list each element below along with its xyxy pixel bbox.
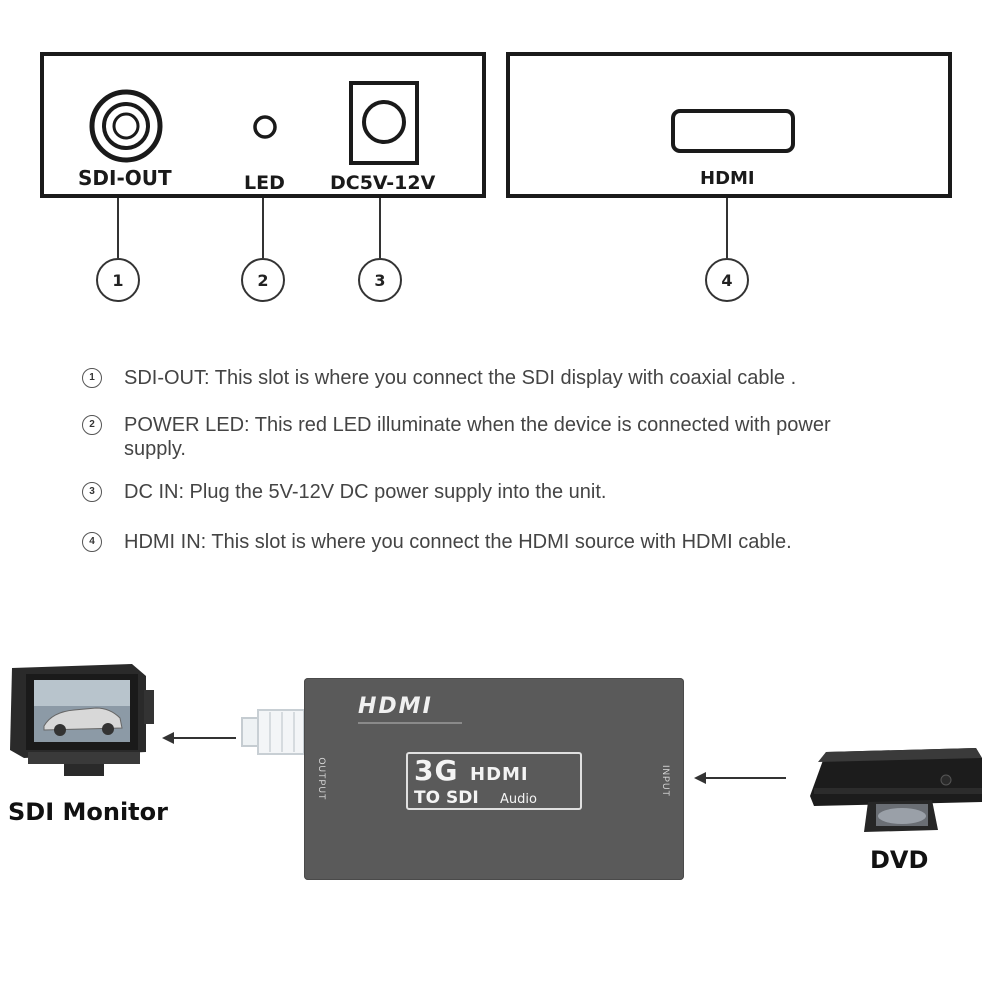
leader-line-1 (117, 198, 119, 258)
leader-line-2 (262, 198, 264, 258)
callout-2: 2 (241, 258, 285, 302)
dvd-label: DVD (870, 846, 929, 874)
dc-power-jack-icon (349, 81, 419, 165)
converter-device: HDMI 3G HDMI TO SDI Audio OUTPUT INPUT (304, 678, 684, 880)
device-hdmi-text: HDMI (470, 764, 529, 785)
device-panel-right: HDMI (506, 52, 952, 198)
leader-line-4 (726, 198, 728, 258)
arrow-left-icon (694, 772, 786, 784)
led-indicator-icon (253, 115, 277, 139)
callout-1: 1 (96, 258, 140, 302)
description-text: SDI-OUT: This slot is where you connect … (124, 367, 797, 389)
device-input-label: INPUT (661, 765, 671, 797)
description-text: HDMI IN: This slot is where you connect … (124, 531, 792, 553)
bnc-connector-icon (241, 709, 305, 755)
callout-4: 4 (705, 258, 749, 302)
hdmi-port-icon (671, 109, 795, 153)
description-text: POWER LED: This red LED illuminate when … (124, 414, 831, 460)
callout-3: 3 (358, 258, 402, 302)
led-label: LED (244, 172, 285, 194)
description-number: 2 (82, 415, 102, 435)
device-output-label: OUTPUT (317, 757, 327, 801)
description-text: DC IN: Plug the 5V-12V DC power supply i… (124, 481, 607, 503)
sdi-out-label: SDI-OUT (78, 166, 172, 190)
dvd-player-illustration (810, 748, 982, 832)
arrow-left-icon (162, 732, 236, 744)
device-panel-left: SDI-OUT LED DC5V-12V (40, 52, 486, 198)
device-brand-logo: HDMI (358, 694, 433, 719)
sdi-monitor-illustration (10, 664, 154, 776)
device-3g-text: 3G (414, 754, 459, 787)
device-brand-underline (358, 722, 462, 724)
device-tosdi-text: TO SDI (414, 788, 479, 808)
dc-label: DC5V-12V (330, 172, 436, 194)
sdi-out-connector-icon (89, 89, 163, 163)
description-number: 4 (82, 532, 102, 552)
leader-line-3 (379, 198, 381, 258)
device-product-plate: 3G HDMI TO SDI Audio (406, 752, 582, 810)
device-audio-text: Audio (500, 792, 537, 807)
sdi-monitor-label: SDI Monitor (8, 798, 168, 826)
hdmi-label: HDMI (700, 168, 755, 189)
description-number: 1 (82, 368, 102, 388)
description-number: 3 (82, 482, 102, 502)
